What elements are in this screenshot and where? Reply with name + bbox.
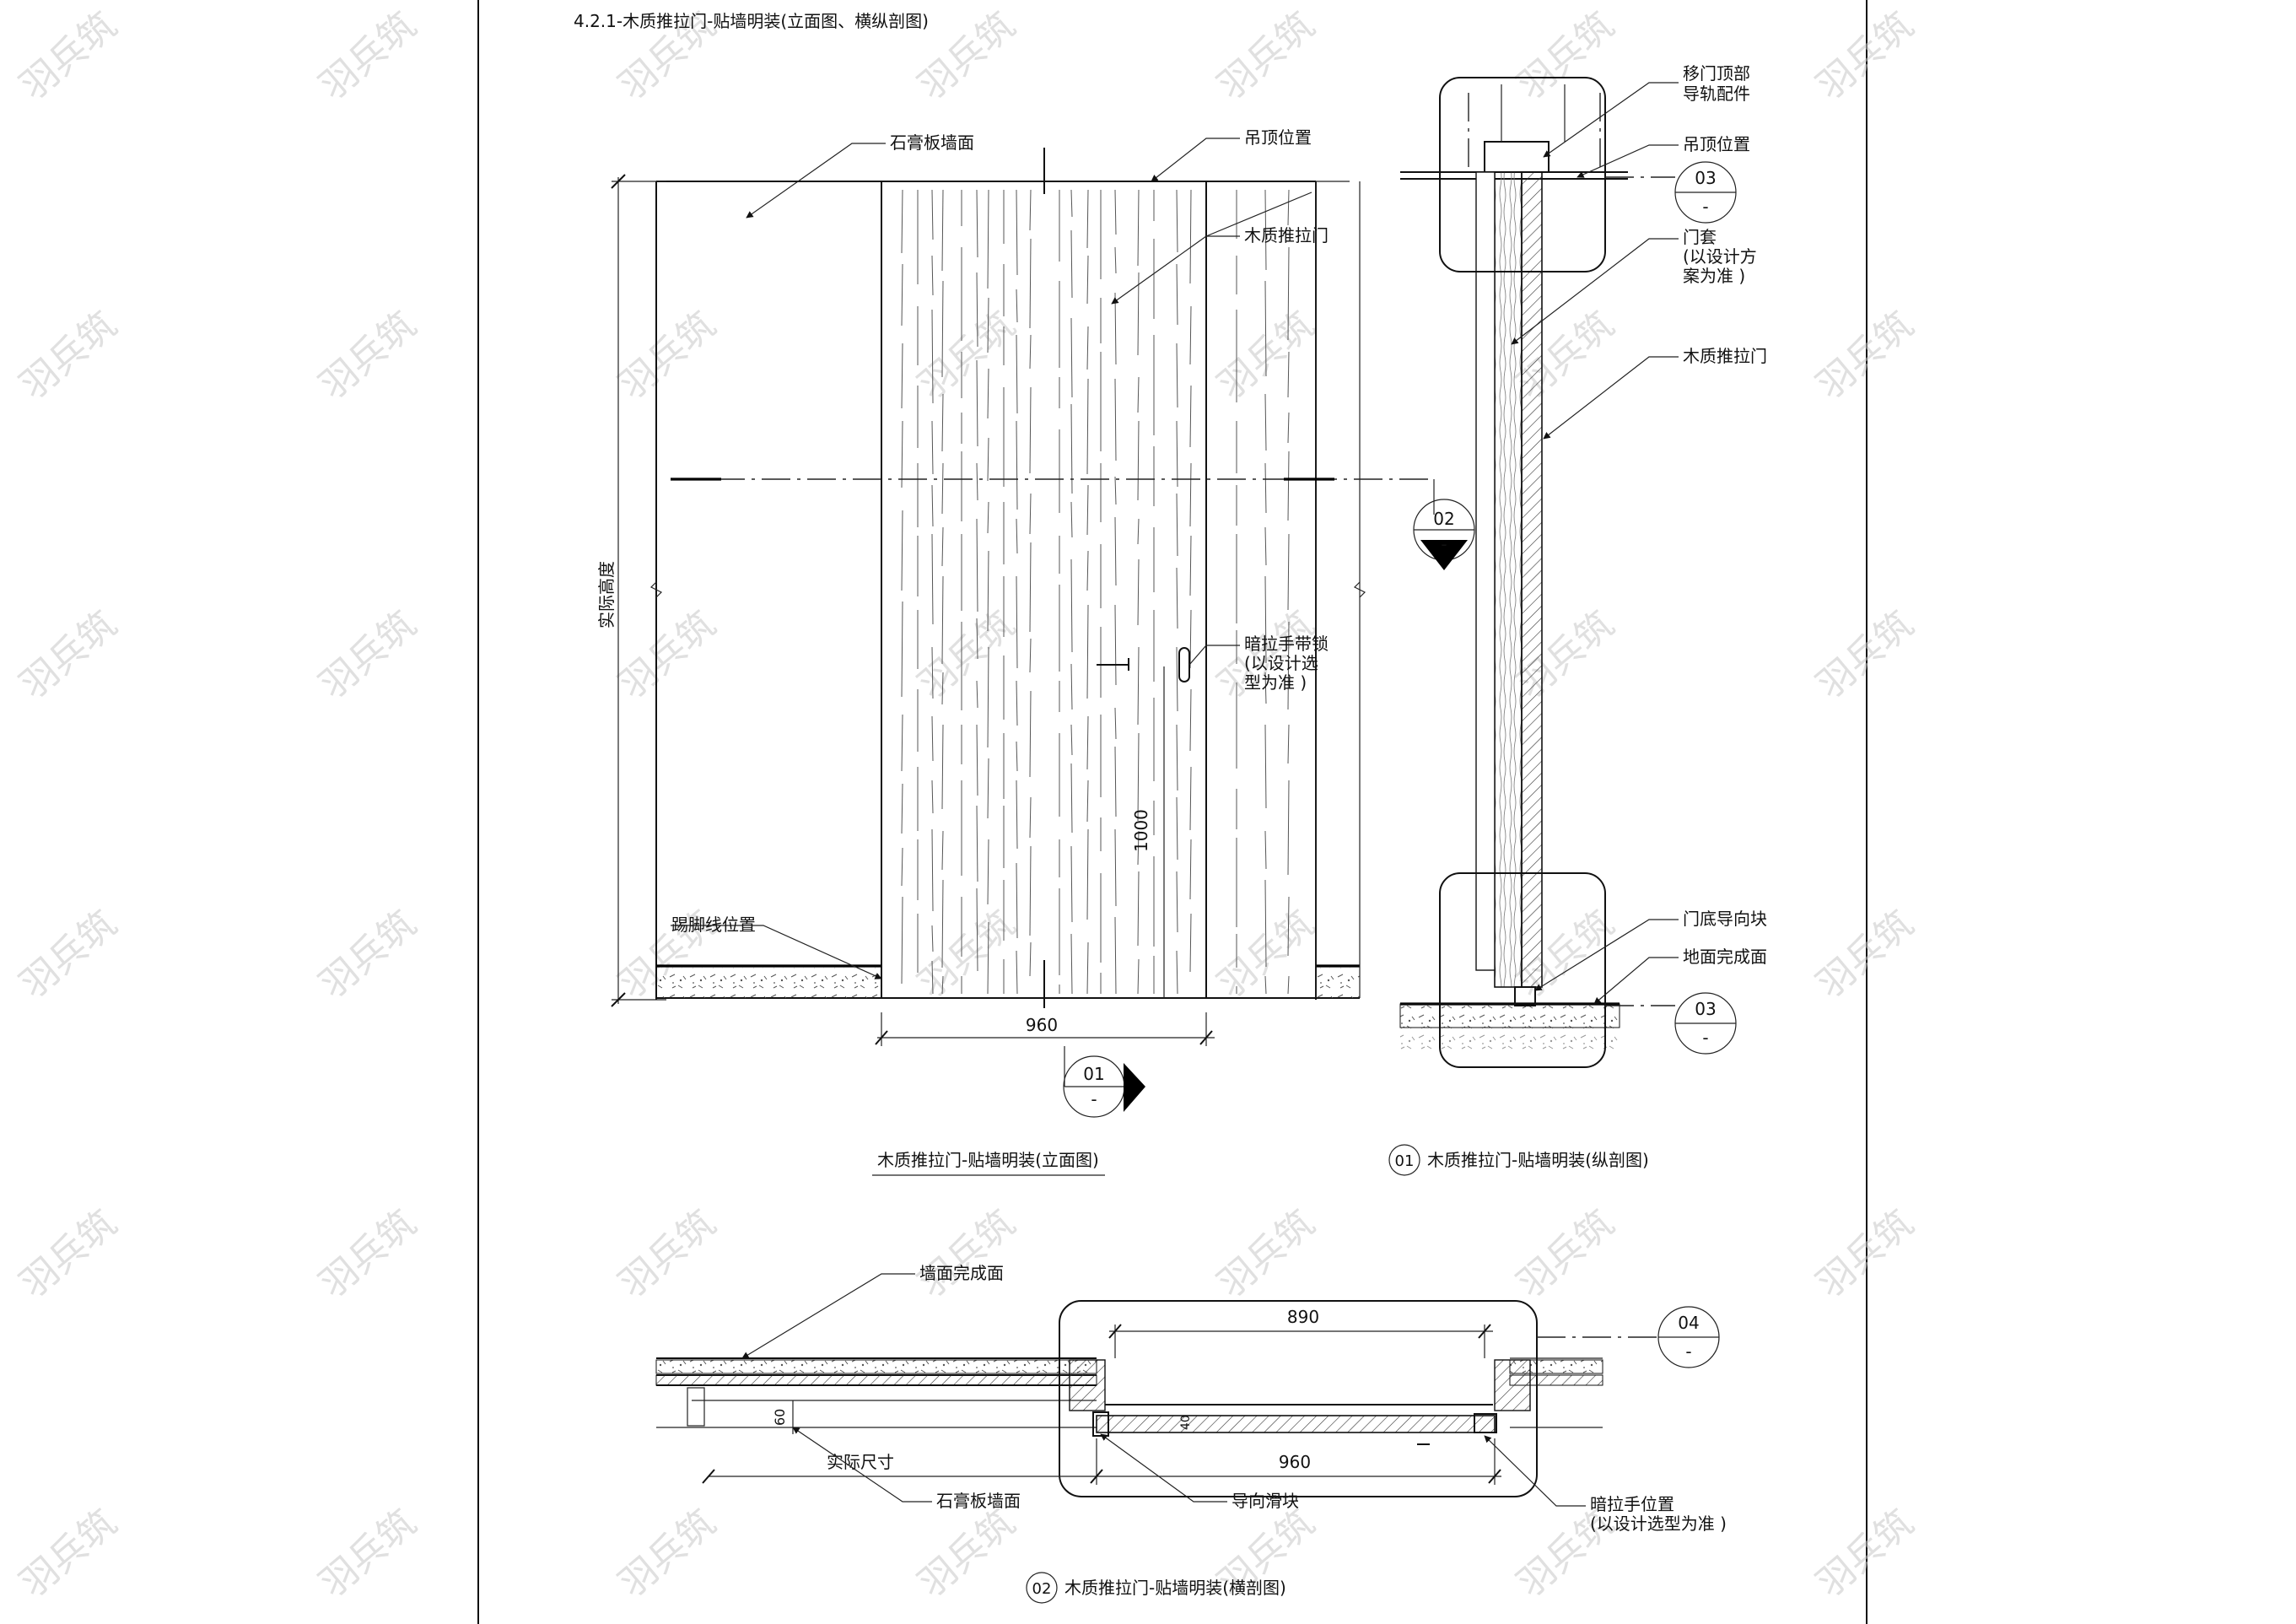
watermark-text: 羽兵筑 — [910, 304, 1023, 408]
label-wall-finish: 墙面完成面 — [919, 1263, 1004, 1283]
label-frame-line3: 案为准 ) — [1683, 266, 1745, 286]
label-wooden-door: 木质推拉门 — [1244, 225, 1329, 245]
watermark-text: 羽兵筑 — [910, 603, 1023, 708]
watermark-text: 羽兵筑 — [311, 1202, 424, 1307]
label-floor-finish: 地面完成面 — [1683, 947, 1767, 967]
watermark-text: 羽兵筑 — [910, 1502, 1023, 1606]
label-gypsum-wall: 石膏板墙面 — [890, 132, 974, 153]
watermark-text: 羽兵筑 — [1808, 1202, 1921, 1307]
door-wood-grain — [901, 189, 1290, 995]
horizontal-section-view: 890 960 实际尺寸 60 40 04 - 墙面完成面 石膏板墙面 导向滑块… — [655, 1263, 1727, 1604]
watermark-text: 羽兵筑 — [12, 603, 125, 708]
dim-door-width: 960 — [1026, 1015, 1058, 1035]
watermark-text: 羽兵筑 — [311, 4, 424, 109]
label-guide-slider: 导向滑块 — [1232, 1491, 1299, 1511]
caption-hsection: 木质推拉门-贴墙明装(横剖图) — [1064, 1578, 1286, 1598]
watermark-text: 羽兵筑 — [1808, 4, 1921, 109]
watermark-text: 羽兵筑 — [311, 304, 424, 408]
watermark-text: 羽兵筑 — [611, 1202, 724, 1307]
dim-gap: 60 — [772, 1409, 788, 1426]
dim-gap-door: 40 — [1179, 1415, 1193, 1430]
label-handle-plan-line1: 暗拉手位置 — [1590, 1494, 1674, 1514]
marker-03a-sub: - — [1702, 197, 1708, 217]
watermark-text: 羽兵筑 — [1808, 1502, 1921, 1606]
marker-03a-num: 03 — [1695, 168, 1716, 188]
label-gypsum-plan: 石膏板墙面 — [936, 1491, 1021, 1511]
marker-02-sub: - — [1441, 534, 1447, 554]
label-handle-line3: 型为准 ) — [1244, 672, 1307, 693]
detail-callout-plan — [1059, 1300, 1538, 1497]
handle-icon — [1178, 647, 1190, 683]
caption-vsection-num: 01 — [1395, 1152, 1415, 1170]
watermark-text: 羽兵筑 — [12, 903, 125, 1007]
dim-door-plan: 960 — [1279, 1452, 1311, 1472]
watermark-text: 羽兵筑 — [311, 603, 424, 708]
vertical-section-view: 移门顶部 导轨配件 吊顶位置 门套 (以设计方 案为准 ) 木质推拉门 门底导向… — [1388, 63, 1767, 1176]
watermark-text: 羽兵筑 — [611, 1502, 724, 1606]
label-frame-line2: (以设计方 — [1683, 246, 1757, 267]
label-ceiling-position: 吊顶位置 — [1244, 127, 1312, 148]
marker-02-num: 02 — [1433, 509, 1454, 529]
label-handle-line2: (以设计选 — [1244, 653, 1318, 673]
watermark-text: 羽兵筑 — [1808, 903, 1921, 1007]
elevation-view: 1000 实际高度 960 石膏板墙面 吊顶位置 木质推拉门 暗拉手带锁 (以设… — [596, 127, 1475, 1176]
marker-01-num: 01 — [1083, 1064, 1104, 1084]
detail-callout-bottom — [1439, 872, 1606, 1068]
label-handle-plan-line2: (以设计选型为准 ) — [1590, 1513, 1727, 1534]
watermark-text: 羽兵筑 — [12, 304, 125, 408]
marker-04-sub: - — [1685, 1341, 1691, 1362]
sheet-title: 4.2.1-木质推拉门-贴墙明装(立面图、横纵剖图) — [574, 11, 929, 31]
caption-elevation: 木质推拉门-贴墙明装(立面图) — [877, 1150, 1099, 1170]
detail-callout-top — [1439, 77, 1606, 272]
watermark-text: 羽兵筑 — [611, 304, 724, 408]
marker-03b-num: 03 — [1695, 999, 1716, 1019]
watermark-text: 羽兵筑 — [1808, 304, 1921, 408]
label-door-section: 木质推拉门 — [1683, 346, 1767, 366]
label-guide-block: 门底导向块 — [1683, 909, 1767, 929]
watermark-text: 羽兵筑 — [1210, 1202, 1323, 1307]
caption-vsection: 木质推拉门-贴墙明装(纵剖图) — [1427, 1150, 1649, 1170]
watermark-text: 羽兵筑 — [910, 1202, 1023, 1307]
caption-hsection-num: 02 — [1032, 1580, 1052, 1598]
dim-opening: 890 — [1287, 1307, 1319, 1327]
watermark-text: 羽兵筑 — [1210, 4, 1323, 109]
watermark-text: 羽兵筑 — [1509, 1202, 1622, 1307]
watermark-text: 羽兵筑 — [611, 603, 724, 708]
watermark-text: 羽兵筑 — [311, 903, 424, 1007]
label-frame-line1: 门套 — [1683, 227, 1717, 247]
watermark-text: 羽兵筑 — [12, 1202, 125, 1307]
marker-03b-sub: - — [1702, 1028, 1708, 1048]
watermark-text: 羽兵筑 — [12, 1502, 125, 1606]
label-track-line1: 移门顶部 — [1683, 63, 1750, 84]
marker-01-sub: - — [1091, 1089, 1097, 1109]
label-actual-height: 实际高度 — [596, 561, 617, 629]
label-track-line2: 导轨配件 — [1683, 84, 1750, 104]
watermark-text: 羽兵筑 — [1808, 603, 1921, 708]
watermark-text: 羽兵筑 — [311, 1502, 424, 1606]
dim-handle-height: 1000 — [1131, 809, 1151, 852]
label-actual-size: 实际尺寸 — [827, 1452, 894, 1472]
watermark-text: 羽兵筑 — [12, 4, 125, 109]
label-skirting: 踢脚线位置 — [671, 915, 756, 935]
watermark-text: 羽兵筑 — [910, 903, 1023, 1007]
label-ceiling-section: 吊顶位置 — [1683, 134, 1750, 154]
marker-04-num: 04 — [1678, 1313, 1699, 1333]
label-handle-line1: 暗拉手带锁 — [1244, 634, 1329, 654]
